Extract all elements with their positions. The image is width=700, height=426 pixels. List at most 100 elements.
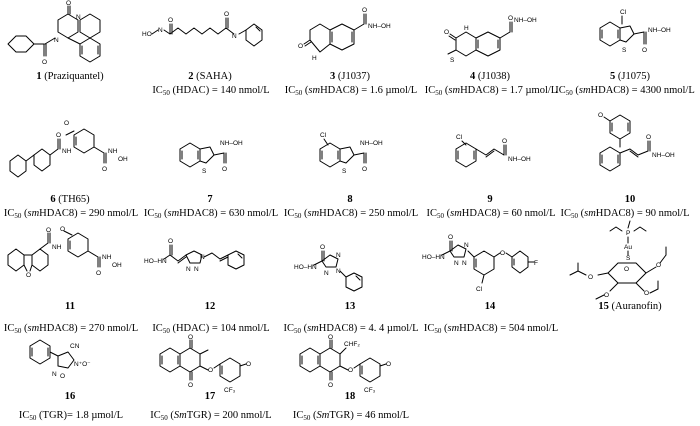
- compound-caption: 1 (Praziquantel): [0, 71, 140, 83]
- structure-2: HO N O O N: [142, 11, 263, 47]
- ic50-label: IC50 (smHDAC8) = 250 nmol/L: [283, 208, 419, 220]
- compound-caption: 14: [420, 301, 560, 313]
- compound-caption: 3 (J1037): [280, 71, 420, 83]
- structure-17: O O O O CF₃: [159, 334, 251, 394]
- atom-p: P: [626, 230, 630, 237]
- atom-au: Au: [624, 244, 632, 251]
- compound-number: 14: [484, 301, 496, 312]
- ic50-label: IC50 (smHDAC8) = 60 nmol/L: [426, 208, 556, 220]
- atom-o: O: [222, 166, 227, 173]
- atom-hn: H: [312, 55, 317, 62]
- atom-o: O: [588, 274, 593, 281]
- atom-cl: Cl: [320, 132, 327, 139]
- atom-o: O: [328, 382, 333, 389]
- atom-o: O: [644, 290, 649, 297]
- ic50-label: IC50 (smHDAC8) = 290 nmol/L: [3, 208, 139, 220]
- atom-nh-oh: NH–OH: [648, 27, 671, 34]
- atom-o: O: [66, 0, 71, 7]
- compound-number: 18: [344, 391, 356, 402]
- structure-1: O N O N: [7, 0, 101, 66]
- compound-name: (J1038): [475, 71, 510, 82]
- compound-caption: 4 (J1038): [420, 71, 560, 83]
- structure-8: Cl S O NH–OH: [319, 132, 383, 175]
- structure-4: O H S O NH–OH: [444, 15, 537, 64]
- atom-ho-hn: HO–HN: [144, 258, 167, 265]
- atom-n: N: [200, 254, 205, 261]
- compound-name: (SAHA): [193, 71, 232, 82]
- atom-o: O: [362, 166, 367, 173]
- atom-n: N: [324, 270, 329, 277]
- atom-cl: Cl: [476, 286, 483, 293]
- atom-nh-oh: NH: [102, 254, 112, 261]
- atom-o: O: [26, 272, 31, 279]
- structure-14: HO–HN O N N N Cl O F: [422, 234, 538, 293]
- atom-o: O: [642, 47, 647, 54]
- compound-number: 10: [624, 194, 636, 205]
- ic50-label: IC50 (smHDAC8) = 270 nmol/L: [3, 323, 139, 335]
- atom-o: O: [96, 270, 101, 277]
- ic50-label: IC50 (smHDAC8) = 1.7 µmol/L: [424, 85, 558, 97]
- atom-nh-oh: NH–OH: [652, 152, 675, 159]
- atom-cf3: CF₃: [364, 387, 376, 394]
- atom-h: H: [464, 25, 469, 32]
- atom-n: N: [186, 266, 191, 273]
- compound-caption: 2 (SAHA): [140, 71, 280, 83]
- ic50-label: IC50 (smHDAC8) = 4. 4 µmol/L: [283, 323, 419, 335]
- atom-n: N: [54, 37, 59, 44]
- atom-n: N: [462, 260, 467, 267]
- atom-o: O: [500, 250, 505, 257]
- compound-caption: 8: [280, 194, 420, 206]
- compound-number: 6: [50, 194, 56, 205]
- atom-nh: NH: [52, 244, 62, 251]
- atom-o: O: [224, 11, 229, 18]
- atom-o: O: [246, 361, 251, 368]
- atom-o: O: [168, 17, 173, 24]
- atom-cl: Cl: [620, 9, 627, 16]
- compound-caption: 13: [280, 301, 420, 313]
- atom-s: S: [202, 168, 207, 175]
- compound-name: (J1037): [335, 71, 370, 82]
- atom-s: S: [626, 255, 631, 262]
- atom-nh-oh: NH: [108, 148, 118, 155]
- atom-o: O: [168, 238, 173, 245]
- atom-nh-oh: NH–OH: [508, 156, 531, 163]
- ic50-label: IC50 (smHDAC8) = 504 nmol/L: [423, 323, 559, 335]
- atom-o: O: [102, 166, 107, 173]
- atom-o: O: [60, 226, 65, 233]
- atom-o: O: [444, 29, 449, 36]
- atom-o: O: [598, 112, 603, 119]
- ic50-label: IC50 (smHDAC8) = 90 nmol/L: [560, 208, 690, 220]
- compound-name: (Praziquantel): [41, 71, 104, 82]
- atom-oh: OH: [118, 156, 128, 163]
- atom-n: N: [232, 33, 237, 40]
- compound-caption: 6 (TH65): [0, 194, 140, 206]
- atom-nh-oh: NH–OH: [360, 140, 383, 147]
- atom-o: O: [502, 138, 507, 145]
- compound-number: 13: [344, 301, 356, 312]
- atom-o: O: [64, 120, 69, 127]
- compound-number: 12: [204, 301, 216, 312]
- compound-number: 3: [330, 71, 336, 82]
- structure-15: P Au S O O O O O: [569, 220, 667, 300]
- atom-n: N: [336, 252, 341, 259]
- compound-number: 11: [65, 301, 75, 312]
- compound-number: 5: [610, 71, 616, 82]
- compound-number: 16: [64, 391, 76, 402]
- atom-n: N: [194, 266, 199, 273]
- compound-number: 15: [598, 301, 609, 312]
- atom-o: O: [604, 292, 609, 299]
- ic50-label: IC50 (SmTGR) = 46 nmol/L: [292, 410, 410, 422]
- atom-ho: HO: [142, 31, 152, 38]
- atom-o: O: [320, 244, 325, 251]
- atom-cn: CN: [70, 343, 80, 350]
- compound-name: (TH65): [55, 194, 90, 205]
- compound-caption: 12: [140, 301, 280, 313]
- compound-number: 9: [487, 194, 493, 205]
- atom-o: O: [60, 373, 65, 380]
- atom-o: O: [188, 334, 193, 341]
- ic50-label: IC50 (HDAC) = 104 nmol/L: [152, 323, 270, 335]
- atom-s: S: [450, 57, 455, 64]
- atom-n: N: [454, 260, 459, 267]
- atom-o: O: [56, 132, 61, 139]
- atom-s: S: [622, 47, 627, 54]
